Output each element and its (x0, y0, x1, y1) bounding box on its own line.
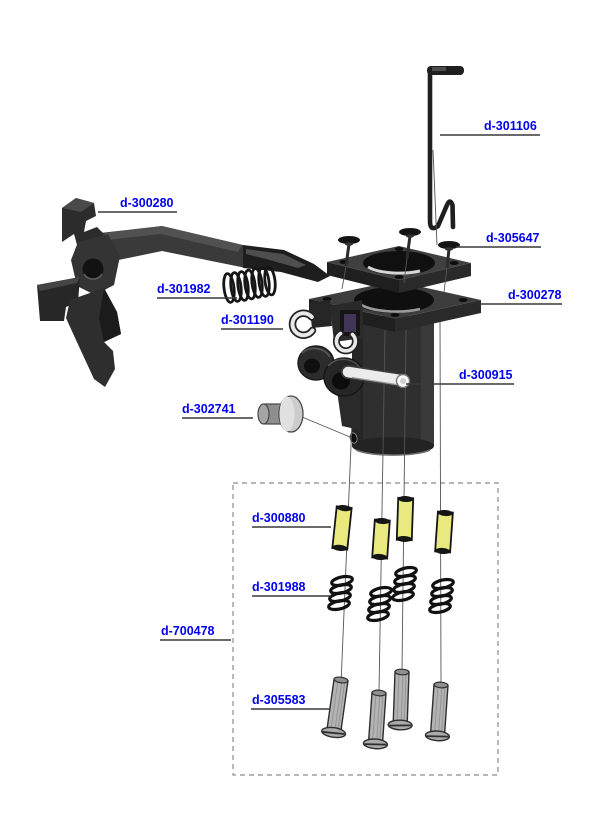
pull-rod-graphic (427, 66, 464, 231)
screws-graphic (321, 668, 451, 750)
part-label-d-305647[interactable]: d-305647 (486, 231, 540, 245)
part-label-d-302741[interactable]: d-302741 (182, 402, 236, 416)
part-label-d-300280[interactable]: d-300280 (120, 196, 174, 210)
part-label-d-300880[interactable]: d-300880 (252, 511, 306, 525)
pedal-lever-graphic (37, 198, 330, 387)
flange-screws-graphic (338, 228, 460, 293)
part-label-d-301982[interactable]: d-301982 (157, 282, 211, 296)
clevis-pin-graphic (341, 365, 411, 389)
part-label-d-301106[interactable]: d-301106 (484, 119, 537, 133)
part-label-d-300278[interactable]: d-300278 (508, 288, 562, 302)
sleeves-graphic (331, 496, 454, 560)
plug-graphic (257, 395, 304, 433)
part-label-d-305583[interactable]: d-305583 (252, 693, 306, 707)
kit-boundary-box (232, 482, 499, 776)
part-label-d-301988[interactable]: d-301988 (252, 580, 306, 594)
leader-lines (98, 134, 562, 710)
part-label-d-300915[interactable]: d-300915 (459, 368, 513, 382)
part-label-d-700478[interactable]: d-700478 (161, 624, 215, 638)
part-label-d-301190[interactable]: d-301190 (221, 313, 274, 327)
lever-spring-graphic (222, 265, 277, 304)
springs-graphic (327, 565, 455, 623)
retaining-clips-graphic (288, 309, 359, 355)
